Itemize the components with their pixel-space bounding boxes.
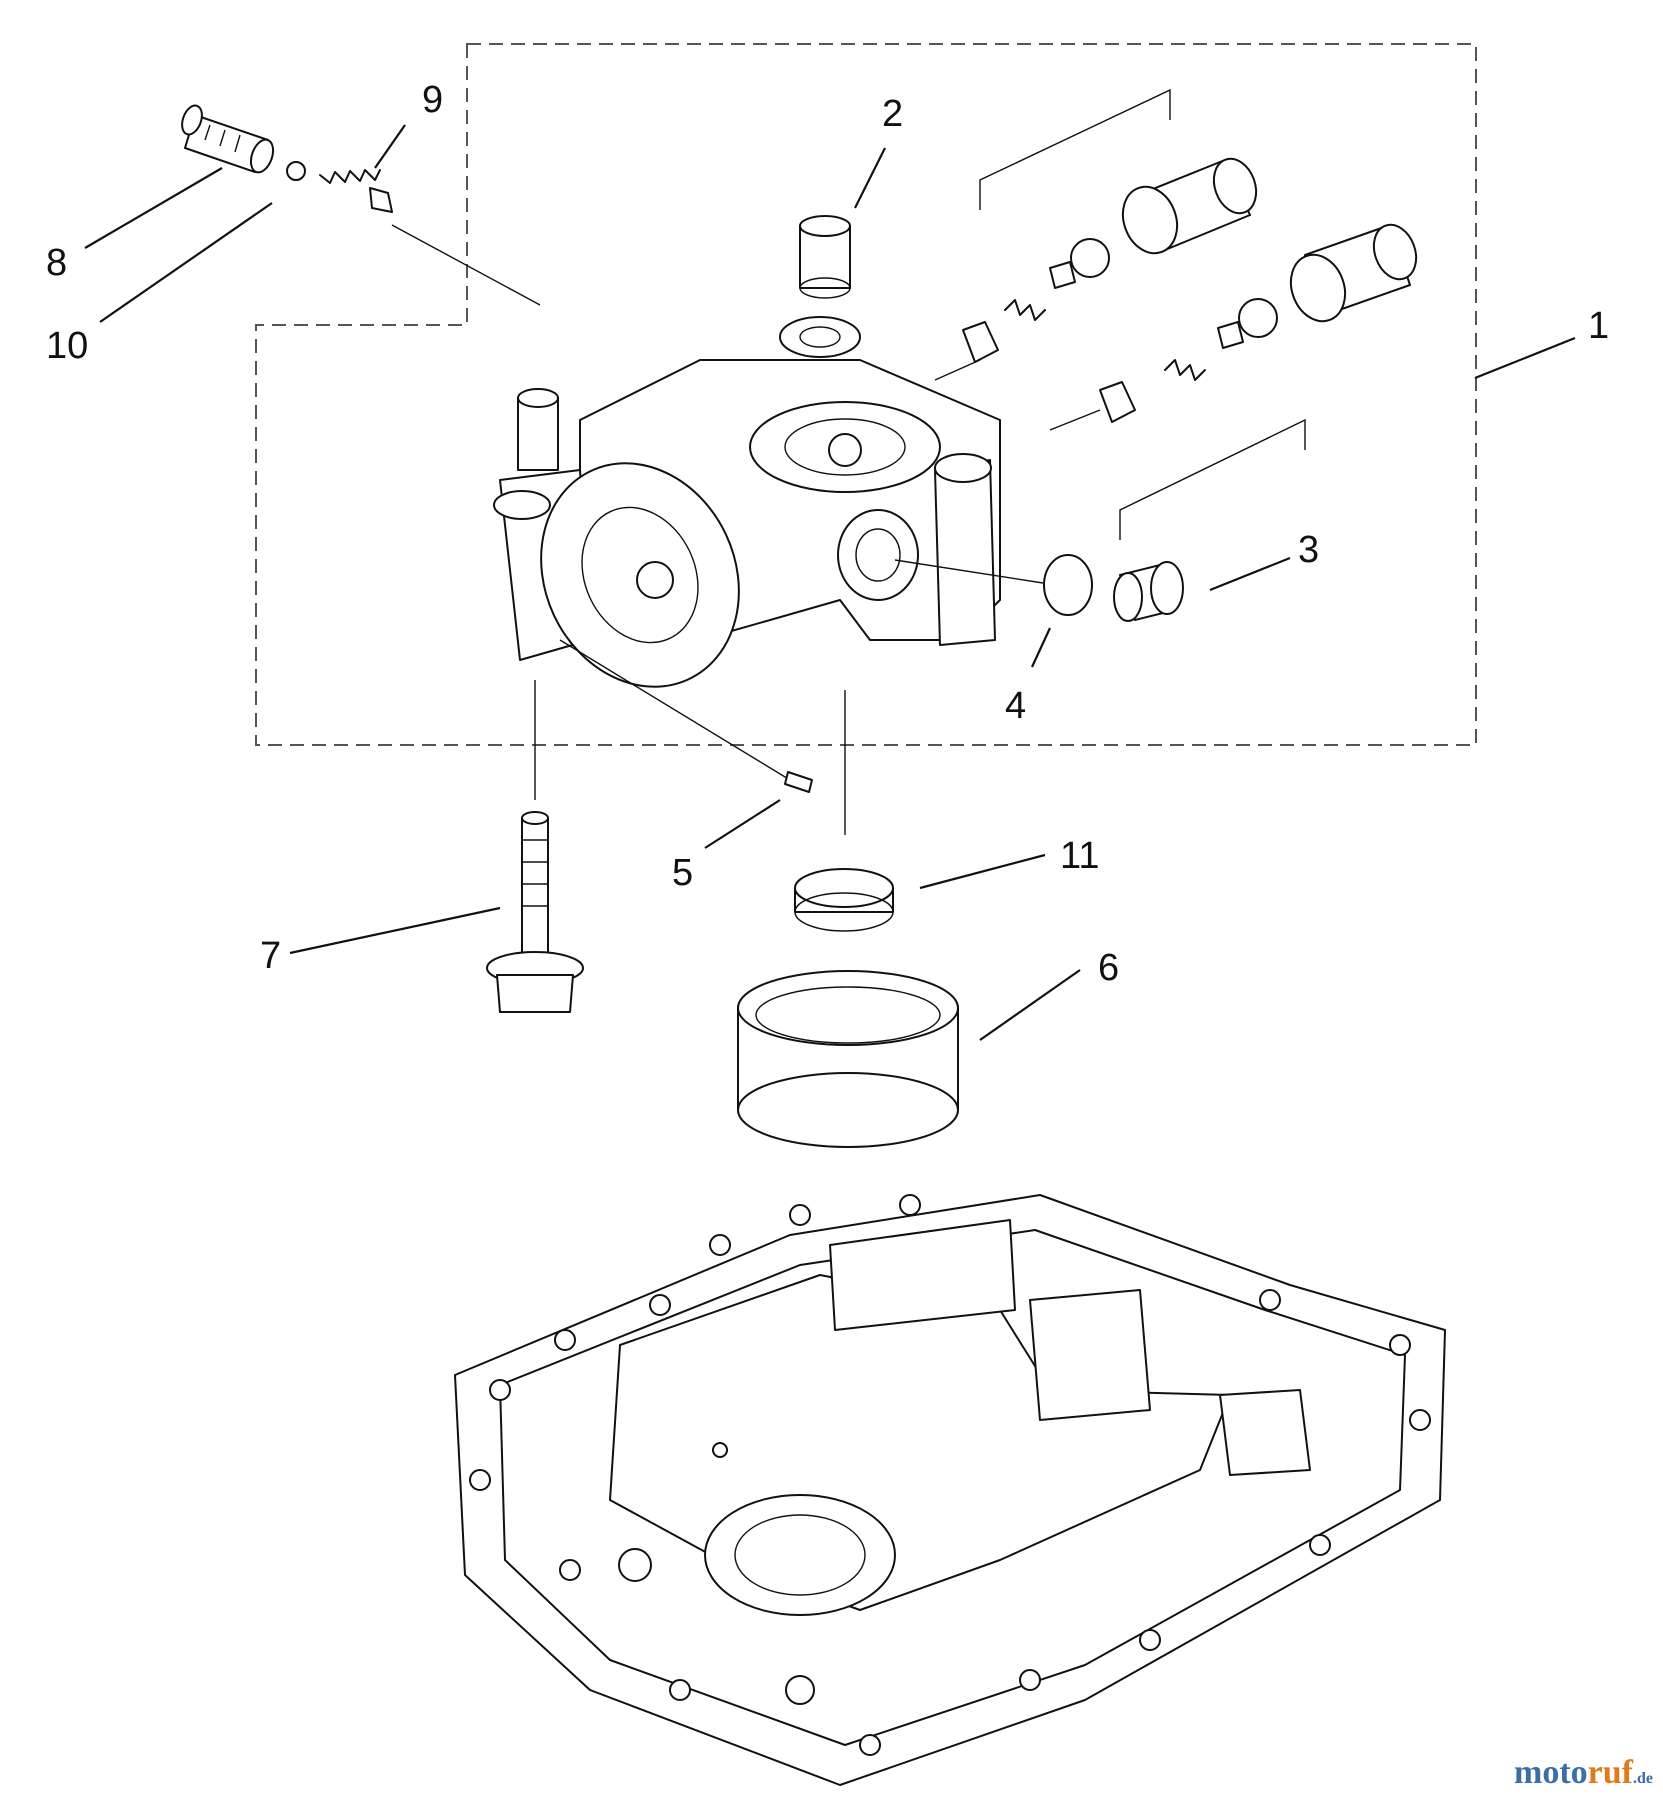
assembly-line-9 (391, 224, 541, 306)
callout-6: 6 (1098, 947, 1119, 989)
leader-9 (374, 124, 406, 169)
callout-3: 3 (1298, 529, 1319, 571)
callout-11: 11 (1060, 835, 1099, 877)
cap-plug (794, 868, 894, 932)
check-valve-plug (181, 104, 275, 174)
dowel-sleeve-left (517, 388, 559, 471)
leader-6 (979, 969, 1081, 1041)
callout-8: 8 (46, 242, 67, 284)
callout-1: 1 (1588, 305, 1609, 347)
watermark-logo: motoruf.de (1514, 1754, 1653, 1792)
leader-10 (99, 202, 273, 323)
callout-9: 9 (422, 79, 443, 121)
leader-2 (854, 147, 886, 209)
callout-5: 5 (672, 852, 693, 894)
callout-10: 10 (46, 325, 88, 367)
o-ring (1043, 554, 1093, 616)
center-section-body (493, 316, 1001, 688)
leader-4 (1031, 627, 1051, 668)
valve-assembly-upper (962, 88, 1258, 363)
valve-assembly-lower (1099, 223, 1418, 540)
watermark-accent: ruf (1587, 1754, 1633, 1791)
valve-assembly-lines (934, 359, 1101, 431)
seal-ring (737, 970, 959, 1148)
leader-8 (84, 167, 223, 249)
check-spring (319, 169, 393, 213)
leader-5 (704, 799, 781, 849)
leader-1 (1474, 336, 1576, 380)
kit-boundary-dashed (255, 43, 1477, 746)
leader-11 (919, 853, 1046, 890)
callout-2: 2 (882, 93, 903, 135)
check-ball (286, 161, 306, 181)
watermark-main: moto (1514, 1754, 1588, 1791)
lower-housing (454, 1194, 1446, 1786)
port-fitting (1113, 561, 1184, 622)
callout-7: 7 (260, 935, 281, 977)
assembly-line-5 (559, 639, 791, 781)
watermark-tld: .de (1633, 1770, 1653, 1787)
leader-3 (1209, 556, 1291, 592)
assembly-line-4 (894, 559, 1044, 584)
leader-lines (84, 124, 1576, 1041)
callout-4: 4 (1005, 685, 1026, 727)
leader-7 (289, 906, 501, 955)
bushing-sleeve (799, 215, 851, 299)
roll-pin (784, 771, 813, 793)
hex-flange-bolt (486, 811, 584, 1013)
